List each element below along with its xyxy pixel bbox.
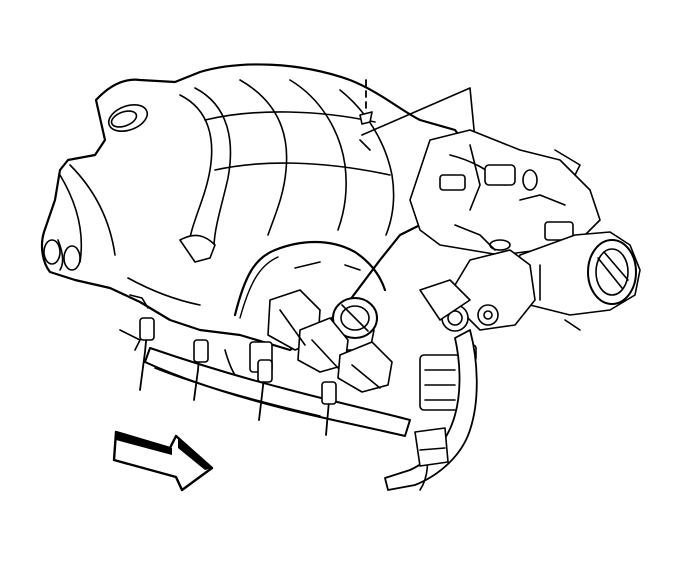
- egr-valve: [420, 250, 535, 331]
- intake-manifold: [410, 130, 600, 255]
- engine-cover: [42, 64, 470, 350]
- wiring-harness: [180, 235, 385, 388]
- fastener-callout: [360, 80, 476, 150]
- valve-cover: [120, 330, 410, 436]
- direction-arrow: [114, 432, 212, 490]
- ignition-coils: [250, 290, 476, 410]
- coolant-hose: [385, 330, 477, 490]
- throttle-body: [510, 232, 640, 330]
- spark-plug-wires: [140, 318, 336, 435]
